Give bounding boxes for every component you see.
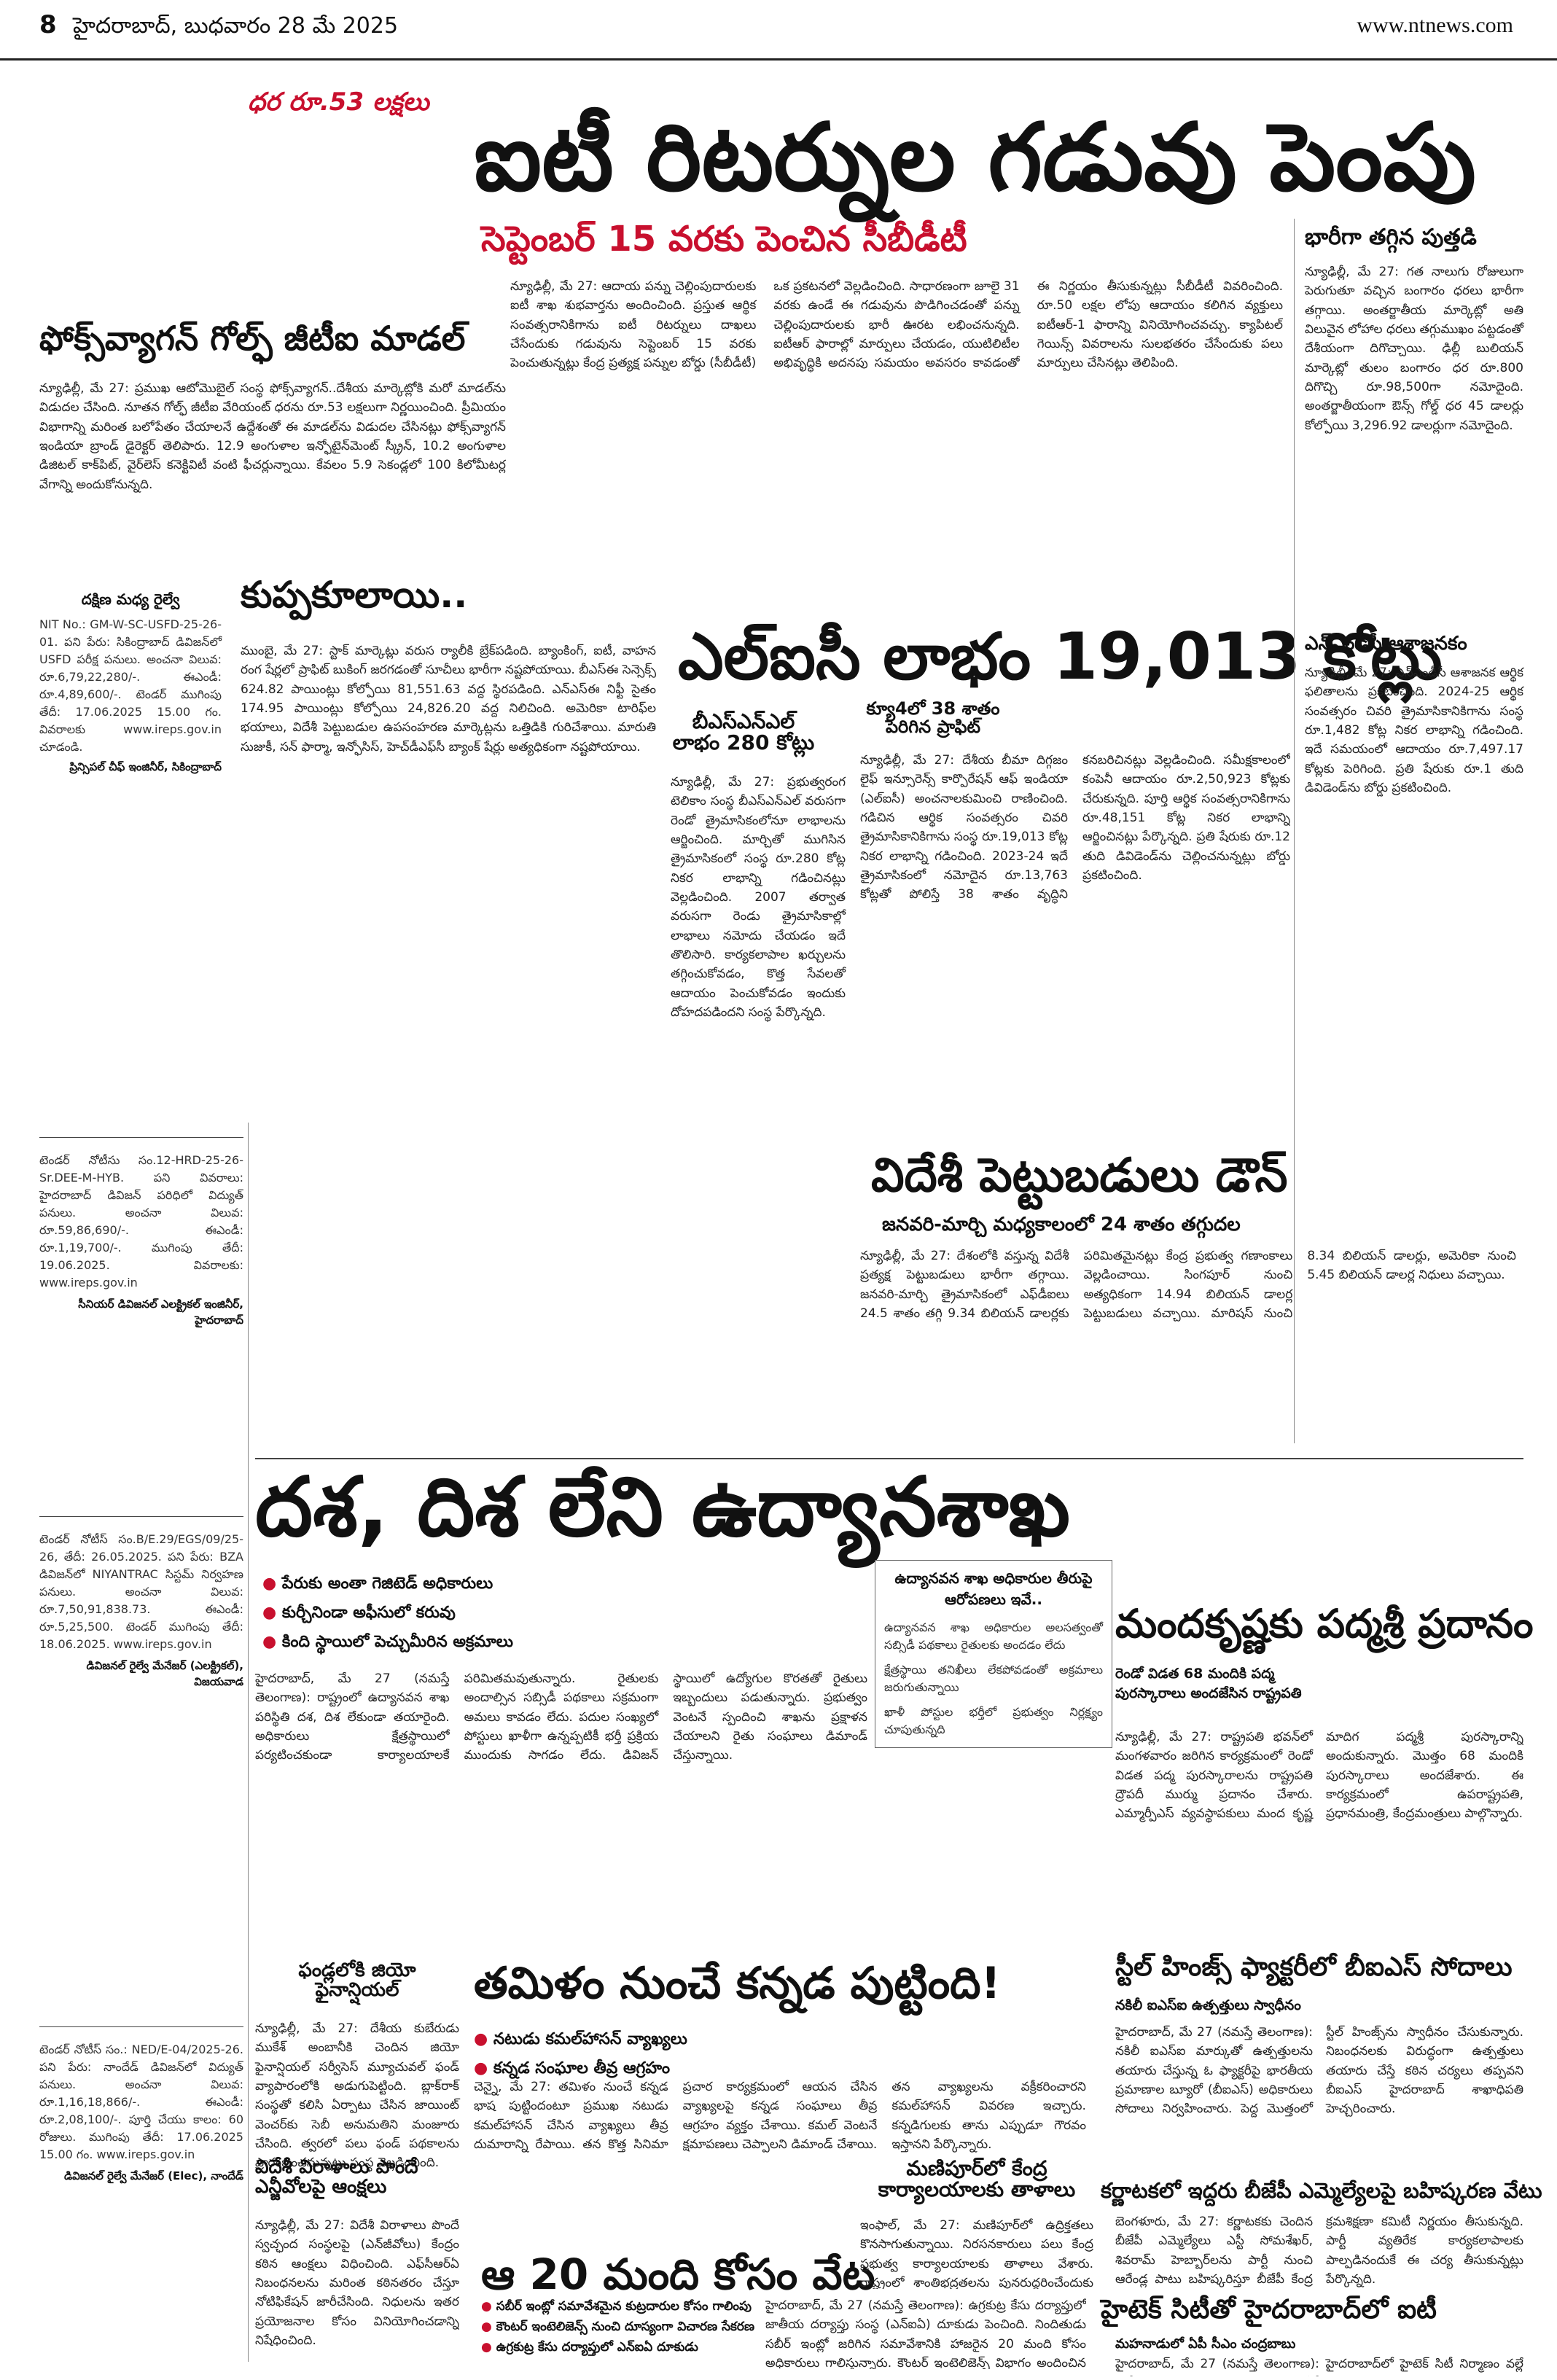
horti-bullet: పేరుకు అంతా గెజిటెడ్ అధికారులు [262,1575,513,1596]
tender-text: NIT No.: GM-W-SC-USFD-25-26-01. పని పేరు… [39,617,222,754]
fdi-headline: విదేశీ పెట్టుబడులు డౌన్ [871,1149,1288,1203]
lic-headline: ఎల్ఐసీ లాభం 19,013 కోట్లు [678,619,1443,694]
tender-text: టెండర్ నోటీస్ సం.B/E.29/EGS/09/25-26, తే… [39,1532,243,1651]
divider [255,1458,1523,1459]
lic-body: న్యూఢిల్లీ, మే 27: దేశీయ బీమా దిగ్గజం లై… [860,753,1290,902]
ngo-kicker: విదేశీ విరాళాలు పొందే ఎన్జీవోలపై ఆంక్షలు [255,2156,418,2198]
tender-signature: డివిజనల్ రైల్వే మేనేజర్ (ఎలక్ట్రికల్), వ… [86,1659,243,1688]
itr-body: న్యూఢిల్లీ, మే 27: ఆదాయ పన్ను చెల్లింపుద… [510,279,1283,371]
horti-bullets: పేరుకు అంతా గెజిటెడ్ అధికారులు కుర్చీనిం… [262,1567,513,1662]
hunt-bullet: ఉగ్రకుట్ర కేసు దర్యాప్తులో ఎన్ఐఏ దూకుడు [481,2340,758,2357]
karnataka-headline: కర్ణాటకలో ఇద్దరు బీజేపీ ఎమ్మెల్యేలపై బహి… [1101,2178,1542,2203]
hunt-body: హైదరాబాద్, మే 27 (నమస్తే తెలంగాణ): ఉగ్రక… [765,2298,1086,2369]
gold-body: న్యూఢిల్లీ, మే 27: గత నాలుగు రోజులుగా పె… [1305,265,1523,433]
hunt-bullet: సబీర్ ఇంట్లో సమావేశమైన కుట్రదారుల కోసం గ… [481,2299,758,2317]
golf-body: న్యూఢిల్లీ, మే 27: ప్రముఖ ఆటోమొబైల్ సంస్… [39,381,506,492]
horti-body: హైదరాబాద్, మే 27 (నమస్తే తెలంగాణ): రాష్ట… [255,1671,867,1763]
lic-kicker: క్యూ4లో 38 శాతం పెరిగిన ప్రాఫిట్ [866,698,1000,738]
fdi-subhead: జనవరి-మార్చి మధ్యకాలంలో 24 శాతం తగ్గుదల [882,1214,1241,1236]
manipur-body: ఇంఫాల్, మే 27: మణిపూర్‌లో ఉద్రిక్తతలు కొ… [860,2218,1093,2289]
jio-kicker: ఫండ్లలోకి జియో ఫైనాన్షియల్ [298,1959,416,2002]
divider [39,1137,243,1138]
tender-scr-2: టెండర్ నోటీసు సం.12-HRD-25-26-Sr.DEE-M-H… [39,1152,243,1330]
nmdc-body: న్యూఢిల్లీ, మే 27: ఎన్‌ఎండీసీ ఆశాజనక ఆర్… [1305,666,1523,796]
tender-ned: టెండర్ నోటీస్ సం.: NED/E-04/2025-26. పని… [39,2041,243,2185]
golf-headline: ఫోక్స్‌వ్యాగన్ గోల్ఫ్ జీటీఐ మాడల్ [39,319,466,358]
tender-text: టెండర్ నోటీసు సం.12-HRD-25-26-Sr.DEE-M-H… [39,1153,243,1290]
price-tag: ధర రూ.53 లక్షలు [248,87,429,117]
tender-bza: టెండర్ నోటీస్ సం.B/E.29/EGS/09/25-26, తే… [39,1531,243,1691]
kannada-bullets: నటుడు కమల్‌హాసన్ వ్యాఖ్యలు కన్నడ సంఘాల త… [474,2023,687,2088]
hunt-bullets: సబీర్ ఇంట్లో సమావేశమైన కుట్రదారుల కోసం గ… [481,2296,758,2360]
divider [39,2026,243,2027]
bsnl-kicker: బీఎస్ఎన్ఎల్ లాభం 280 కోట్లు [672,709,815,755]
kannada-bullet: నటుడు కమల్‌హాసన్ వ్యాఖ్యలు [474,2030,687,2052]
hunt-headline: ఆ 20 మంది కోసం వేట [481,2250,875,2299]
itr-headline: ఐటీ రిటర్నుల గడువు పెంపు [474,104,1476,212]
divider [39,1516,243,1517]
sidebox-point: క్షేత్రస్థాయి తనిఖీలు లేకపోవడంతో అక్రమాల… [884,1663,1103,1694]
column-rule [1294,219,1295,1443]
tender-org: దక్షిణ మధ్య రైల్వే [81,590,180,608]
padma-headline: మందకృష్ణకు పద్మశ్రీ ప్రదానం [1115,1601,1534,1647]
jio-body: న్యూఢిల్లీ, మే 27: దేశీయ కుబేరుడు ముకేశ్… [255,2021,459,2171]
column-rule [248,1123,249,2362]
tender-signature: ప్రిన్సిపల్ చీఫ్ ఇంజినీర్, సికింద్రాబాద్ [69,760,222,773]
hitec-body: హైదరాబాద్, మే 27 (నమస్తే తెలంగాణ): హైదరా… [1115,2357,1523,2376]
padma-kicker: రెండో విడత 68 మందికి పద్మ పురస్కారాలు అం… [1115,1666,1302,1701]
tender-scr-1: దక్షిణ మధ్య రైల్వే NIT No.: GM-W-SC-USFD… [39,590,222,776]
page-number: 8 [39,10,57,39]
fdi-body: న్యూఢిల్లీ, మే 27: దేశంలోకి వస్తున్న విద… [860,1249,1516,1322]
gold-headline: భారీగా తగ్గిన పుత్తడి [1305,225,1477,250]
tender-signature: డివిజనల్ రైల్వే మేనేజర్ (Elec), నాందేడ్ [63,2169,243,2182]
masthead: 8 హైదరాబాద్, బుధవారం 28 మే 2025 www.ntne… [0,0,1557,61]
hunt-bullet: కౌంటర్ ఇంటెలిజెన్స్ నుంచి దూస్యంగా విచార… [481,2319,758,2337]
nmdc-headline: ఎన్ఎండీసీ ఆశాజనకం [1305,633,1467,655]
padma-body: న్యూఢిల్లీ, మే 27: రాష్ట్రపతి భవన్‌లో మం… [1115,1730,1523,1822]
sidebox-title: ఉద్యానవన శాఖ అధికారుల తీరుపై ఆరోపణలు ఇవే… [894,1569,1093,1608]
karnataka-body: బెంగళూరు, మే 27: కర్ణాటకకు చెందిన బీజేపీ… [1115,2215,1523,2287]
horti-headline: దశ, దిశ లేని ఉద్యానశాఖ [255,1460,1071,1555]
hitec-kicker: మహనాడులో ఏపీ సీఎం చంద్రబాబు [1115,2336,1296,2352]
steel-headline: స్టీల్ హింజ్స్ ఫ్యాక్టరీలో బీఐఎస్ సోదాలు [1115,1952,1513,1982]
tender-text: టెండర్ నోటీస్ సం.: NED/E-04/2025-26. పని… [39,2042,243,2161]
horti-bullet: కింది స్థాయిలో పెచ్చుమీరిన అక్రమాలు [262,1633,513,1655]
ngo-body: న్యూఢిల్లీ, మే 27: విదేశీ విరాళాలు పొందే… [255,2218,459,2349]
itr-subhead: సెప్టెంబర్ 15 వరకు పెంచిన సీబీడీటీ [481,219,967,260]
bsnl-body: న్యూఢిల్లీ, మే 27: ప్రభుత్వరంగ టెలికాం స… [671,775,846,1021]
kannada-bullet: కన్నడ సంఘాల తీవ్ర ఆగ్రహం [474,2059,687,2081]
manipur-headline: మణిపూర్‌లో కేంద్ర కార్యాలయాలకు తాళాలు [878,2156,1076,2202]
tender-signature: సీనియర్ డివిజనల్ ఎలక్ట్రికల్ ఇంజినీర్, హ… [78,1298,243,1327]
coolie-body: ముంబై, మే 27: స్టాక్ మార్కెట్లు వరుస ర్య… [241,644,656,754]
horti-sidebox: ఉద్యానవన శాఖ అధికారుల తీరుపై ఆరోపణలు ఇవే… [875,1560,1112,1748]
kannada-body: చెన్నై, మే 27: తమిళం నుంచే కన్నడ భాష పుట… [474,2080,1086,2153]
horti-bullet: కుర్చీనిండా అఫీసులో కరువు [262,1604,513,1626]
hitec-headline: హైటెక్ సిటీతో హైదరాబాద్‌లో ఐటీ [1101,2295,1437,2325]
dateline: హైదరాబాద్, బుధవారం 28 మే 2025 [73,13,399,39]
steel-kicker: నకిలీ ఐఎస్‌ఐ ఉత్పత్తులు స్వాధీనం [1115,1997,1301,2013]
kannada-headline: తమిళం నుంచే కన్నడ పుట్టింది! [474,1958,1001,2009]
steel-body: హైదరాబాద్, మే 27 (నమస్తే తెలంగాణ): నకిలీ… [1115,2025,1523,2117]
coolie-headline: కుప్పకూలాయి.. [241,574,468,616]
sidebox-point: ఉద్యానవన శాఖ అధికారుల అలసత్వంతో సబ్సిడీ … [884,1620,1103,1652]
sidebox-point: ఖాళీ పోస్టుల భర్తీలో ప్రభుత్వం నిర్లక్ష్… [884,1705,1103,1736]
website-link[interactable]: www.ntnews.com [1357,13,1513,37]
